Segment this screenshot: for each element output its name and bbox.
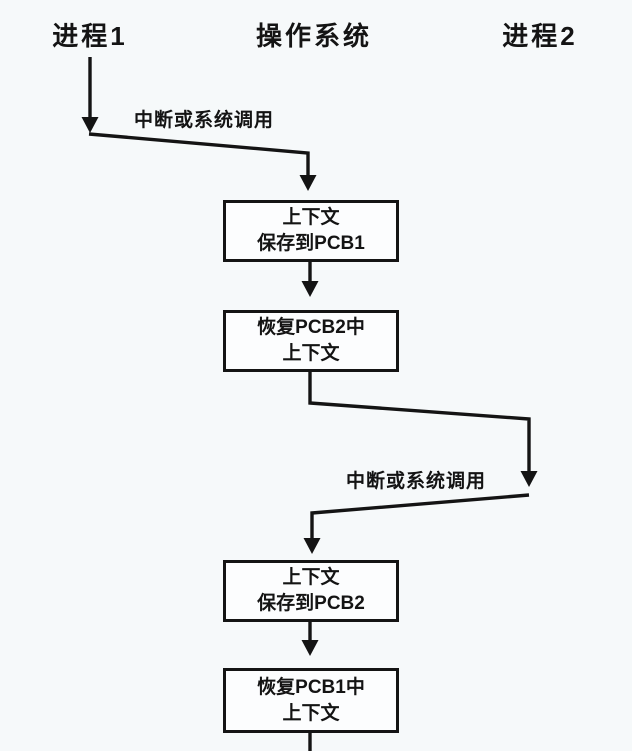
- box-restore-context-pcb2: 恢复PCB2中 上下文: [223, 310, 399, 372]
- box-restore-context-pcb2-line1: 恢复PCB2中: [257, 317, 365, 338]
- arrow-interrupt-to-os-1: [88, 132, 317, 191]
- label-interrupt-or-syscall-1: 中断或系统调用: [134, 110, 275, 131]
- box-restore-context-pcb1-line2: 上下文: [282, 702, 340, 724]
- box-save-context-pcb1-line2: 保存到PCB1: [257, 233, 365, 254]
- box-save-context-pcb2-line1: 上下文: [282, 567, 340, 588]
- header-process2: 进程2: [502, 21, 578, 51]
- box-restore-context-pcb1-line1: 恢复PCB1中: [257, 676, 365, 698]
- header-process1: 进程1: [52, 21, 128, 51]
- box-save-context-pcb1: 上下文 保存到PCB1: [223, 200, 399, 262]
- box-save-context-pcb1-line1: 上下文: [282, 207, 340, 228]
- arrow-save-to-restore-1: [301, 262, 319, 297]
- arrow-dispatch-process2: [308, 372, 538, 487]
- header-operating-system: 操作系统: [255, 21, 373, 51]
- label-interrupt-or-syscall-2: 中断或系统调用: [346, 471, 487, 492]
- box-save-context-pcb2: 上下文 保存到PCB2: [223, 560, 399, 622]
- arrow-interrupt-to-os-2: [303, 493, 530, 554]
- arrow-process1-running: [81, 57, 99, 133]
- box-save-context-pcb2-line2: 保存到PCB2: [257, 593, 365, 614]
- arrow-save-to-restore-2: [301, 622, 319, 656]
- box-restore-context-pcb2-line2: 上下文: [282, 343, 340, 364]
- box-restore-context-pcb1: 恢复PCB1中 上下文: [223, 668, 399, 733]
